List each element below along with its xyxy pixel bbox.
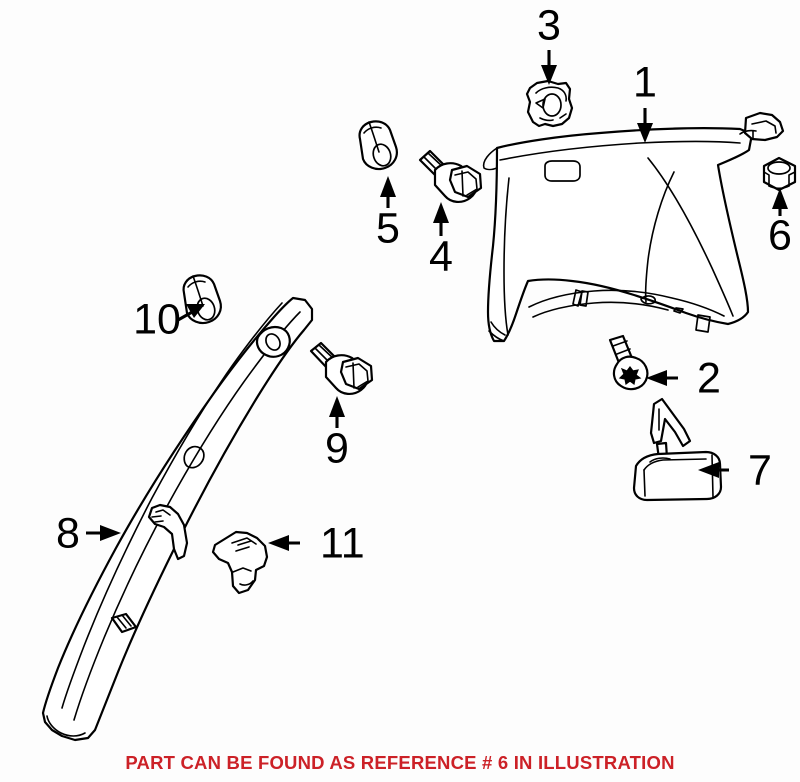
- part-hex-flange-bolt-upper: [418, 149, 483, 203]
- callout-label-7: 7: [748, 446, 772, 494]
- callout-label-2: 2: [697, 354, 721, 402]
- callout-label-5: 5: [376, 204, 400, 252]
- callout-label-6: 6: [768, 211, 792, 259]
- callout-label-1: 1: [633, 58, 657, 106]
- callout-numbers: 1 2 3 4 5 6 7 8 9 10 11: [56, 1, 792, 567]
- callout-label-10: 10: [133, 295, 181, 343]
- part-trim-retainer-clip-upper: [525, 79, 574, 128]
- part-hex-flange-bolt-lower: [309, 341, 374, 395]
- callout-label-8: 8: [56, 509, 80, 557]
- callout-label-3: 3: [537, 1, 561, 49]
- part-a-pillar-trim-molding: [41, 296, 314, 742]
- part-coat-hook-assembly: [632, 397, 723, 502]
- part-bushing-grommet-lower: [182, 274, 222, 325]
- callout-leaders: [86, 50, 788, 551]
- part-trim-retainer-clip-lower: [211, 530, 269, 595]
- callout-label-9: 9: [325, 424, 349, 472]
- callout-label-11: 11: [320, 519, 365, 567]
- part-bushing-grommet-upper: [358, 120, 398, 171]
- part-torx-head-screw: [608, 334, 649, 391]
- part-rear-quarter-trim-panel: [482, 111, 785, 343]
- callout-label-4: 4: [429, 232, 453, 280]
- reference-caption: PART CAN BE FOUND AS REFERENCE # 6 IN IL…: [125, 752, 675, 773]
- part-hex-nut: [762, 156, 797, 192]
